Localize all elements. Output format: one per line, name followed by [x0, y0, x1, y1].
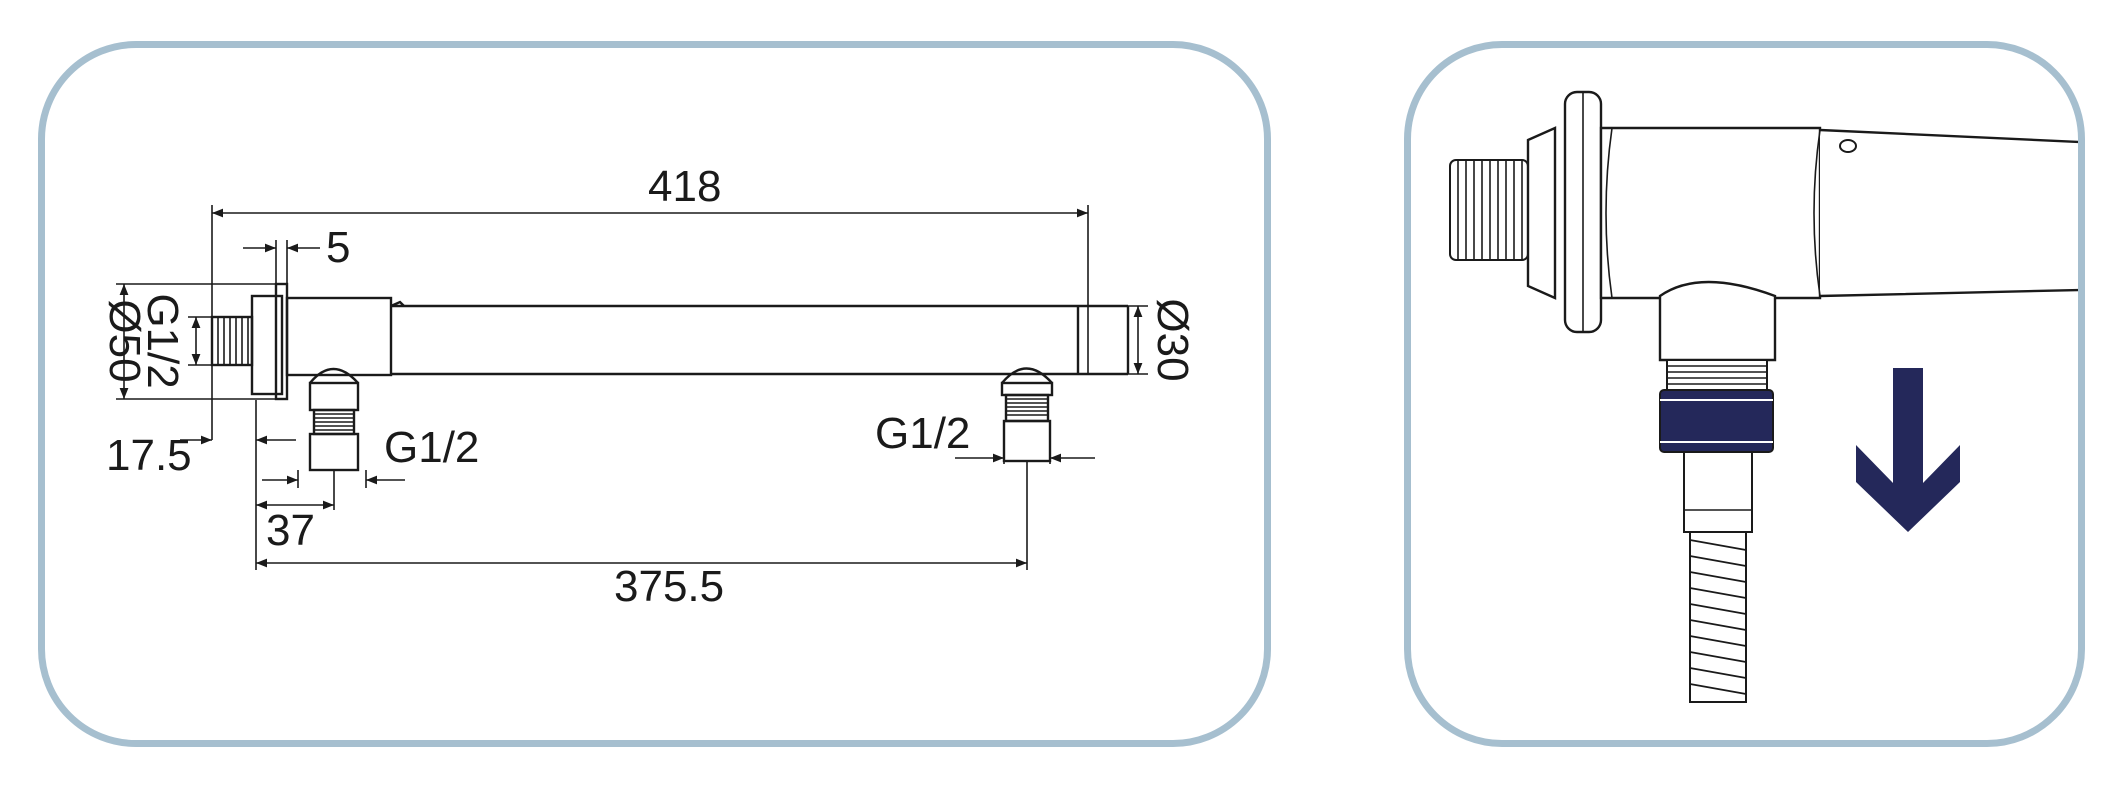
hose-connection-illustration: [1449, 90, 2078, 703]
dim-wall-offset: 17.5: [106, 431, 192, 480]
dim-arm-diameter: Ø30: [1148, 298, 1197, 381]
dim-wall-thread: G1/2: [138, 293, 187, 388]
dim-outlet-thread-near: G1/2: [384, 423, 479, 472]
dim-flange-diameter: Ø50: [100, 299, 149, 382]
dim-overall-length: 418: [648, 162, 721, 211]
dim-outlet-thread-far: G1/2: [875, 409, 970, 458]
technical-drawing-panel: [38, 41, 1271, 747]
hose-connection-arrow-icon: [1856, 368, 1960, 532]
shower-arm-drawing: [116, 205, 1148, 570]
dim-outlet-offset: 37: [266, 506, 315, 555]
dim-flange-thickness: 5: [326, 223, 350, 272]
dim-outlet-spacing: 375.5: [614, 562, 724, 611]
